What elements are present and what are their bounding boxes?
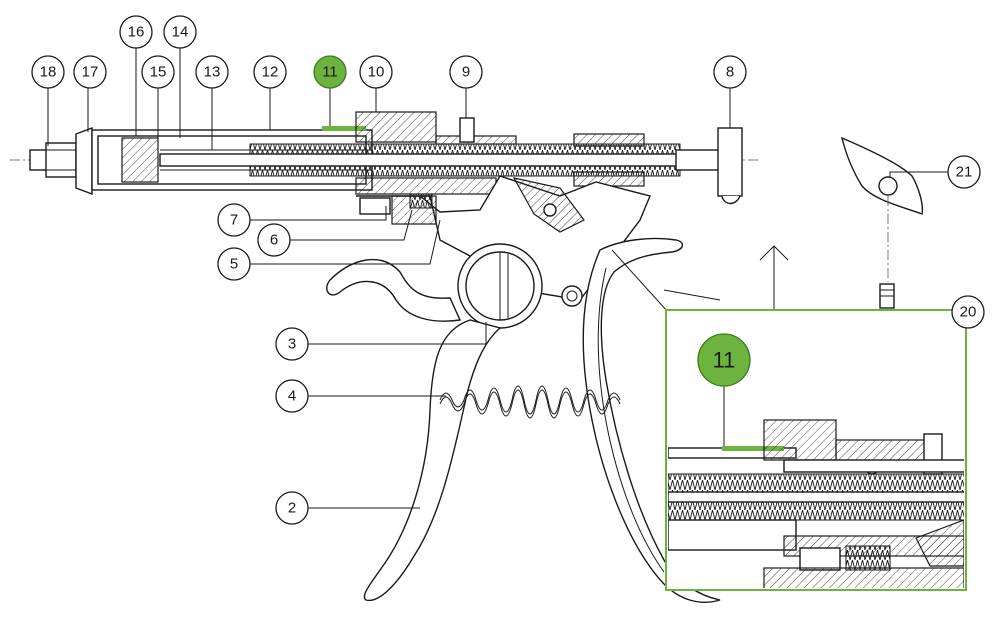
svg-text:14: 14 [172, 24, 189, 41]
callout-20: 20 [951, 295, 985, 329]
callout-21: 21 [947, 155, 981, 189]
callout-15: 15 [141, 55, 175, 89]
svg-text:2: 2 [288, 500, 296, 517]
callout-11-highlighted: 11 [313, 55, 347, 89]
callout-18: 18 [31, 55, 65, 89]
svg-text:4: 4 [288, 388, 296, 405]
front-cap [75, 126, 93, 196]
svg-text:16: 16 [128, 24, 145, 41]
svg-text:13: 13 [204, 64, 221, 81]
callout-4: 4 [275, 379, 309, 413]
pivot-ring [457, 243, 543, 329]
callout-17: 17 [73, 55, 107, 89]
callout-8: 8 [713, 55, 747, 89]
svg-text:6: 6 [270, 232, 278, 249]
callout-9: 9 [449, 55, 483, 89]
part-20-pin [879, 283, 895, 309]
part-21-key [840, 136, 924, 282]
rear-handle [582, 237, 721, 603]
detail-callout-11: 11 [697, 333, 751, 387]
svg-text:12: 12 [262, 64, 279, 81]
svg-text:5: 5 [230, 256, 238, 273]
callout-6: 6 [257, 223, 291, 257]
svg-text:20: 20 [960, 304, 977, 321]
section-arrow [611, 245, 789, 313]
svg-text:18: 18 [40, 64, 57, 81]
callout-12: 12 [253, 55, 287, 89]
svg-text:17: 17 [82, 64, 99, 81]
callout-3: 3 [275, 327, 309, 361]
callout-16: 16 [119, 15, 153, 49]
callout-14: 14 [163, 15, 197, 49]
needle-hub [29, 142, 77, 178]
callout-13: 13 [195, 55, 229, 89]
callout-10: 10 [359, 55, 393, 89]
svg-text:9: 9 [462, 64, 470, 81]
callout-7: 7 [217, 203, 251, 237]
svg-text:11: 11 [713, 348, 736, 373]
body-block [355, 111, 645, 195]
main-view [10, 111, 924, 603]
svg-text:7: 7 [230, 212, 238, 229]
callout-5: 5 [217, 247, 251, 281]
svg-text:10: 10 [368, 64, 385, 81]
svg-text:11: 11 [322, 64, 338, 81]
detail-view [665, 309, 967, 591]
frame [356, 175, 651, 307]
thumb-ring [717, 127, 743, 205]
svg-text:8: 8 [726, 64, 734, 81]
callout-2: 2 [275, 491, 309, 525]
front-handle [326, 258, 502, 602]
svg-text:3: 3 [288, 336, 296, 353]
barrel [91, 126, 373, 191]
spring [439, 385, 621, 419]
svg-text:15: 15 [150, 64, 167, 81]
threaded-rod [159, 143, 721, 177]
svg-text:21: 21 [956, 164, 973, 181]
leader-lines [47, 46, 948, 509]
